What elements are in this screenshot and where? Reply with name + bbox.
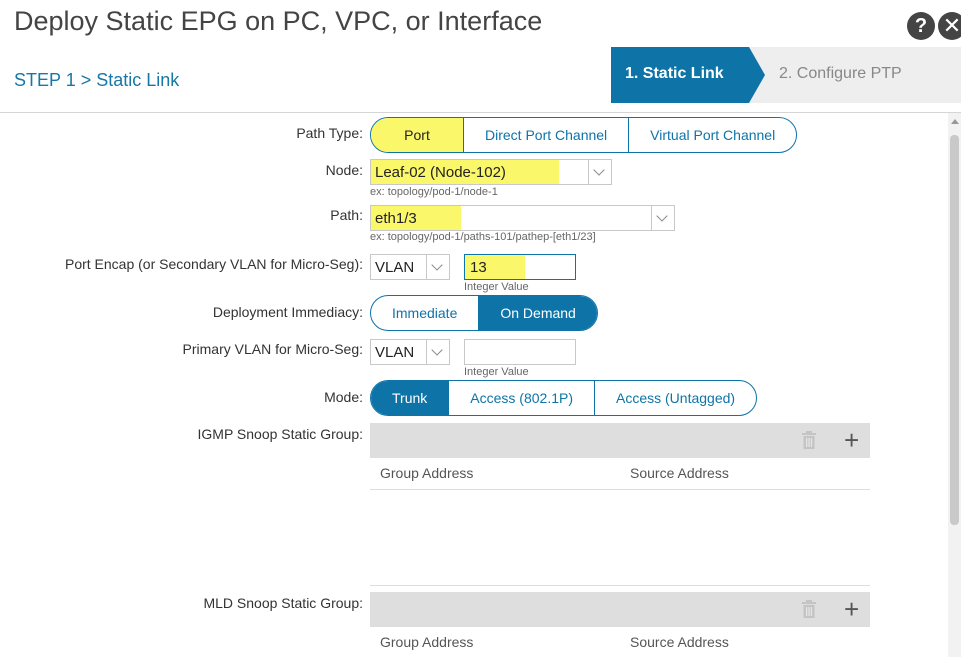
- primary-vlan-type-value: VLAN: [375, 344, 415, 361]
- port-encap-type-select[interactable]: VLAN: [370, 254, 450, 280]
- wizard-step-static-link[interactable]: 1. Static Link: [611, 47, 749, 103]
- wizard-step-configure-ptp[interactable]: 2. Configure PTP: [749, 47, 961, 103]
- igmp-source-address-header[interactable]: Source Address: [630, 465, 729, 481]
- port-encap-type-value: VLAN: [375, 259, 415, 276]
- chevron-down-icon: [593, 164, 605, 176]
- header-divider: [0, 112, 961, 113]
- mode-access-untagged-option[interactable]: Access (Untagged): [594, 381, 756, 415]
- node-select-value: Leaf-02 (Node-102): [375, 164, 506, 181]
- igmp-group-address-header[interactable]: Group Address: [380, 465, 474, 481]
- deployment-immediacy-label: Deployment Immediacy:: [212, 304, 363, 320]
- mode-access-802-1p-option[interactable]: Access (802.1P): [448, 381, 594, 415]
- mode-selector: Trunk Access (802.1P) Access (Untagged): [370, 380, 758, 416]
- deployment-immediate-option[interactable]: Immediate: [392, 305, 458, 321]
- breadcrumb: STEP 1 > Static Link: [14, 70, 180, 90]
- mode-trunk-option[interactable]: Trunk: [371, 381, 449, 415]
- deployment-immediacy-selector: Immediate On Demand: [370, 295, 598, 331]
- mld-source-address-header[interactable]: Source Address: [630, 634, 729, 650]
- chevron-down-icon: [431, 259, 443, 271]
- mld-snoop-label: MLD Snoop Static Group:: [203, 595, 363, 611]
- trash-icon[interactable]: [800, 599, 818, 619]
- primary-vlan-label: Primary VLAN for Micro-Seg:: [182, 341, 363, 357]
- path-select-value: eth1/3: [375, 210, 417, 227]
- mld-table-toolbar: +: [370, 592, 870, 627]
- primary-vlan-hint: Integer Value: [464, 366, 529, 378]
- port-encap-hint: Integer Value: [464, 281, 529, 293]
- close-button[interactable]: ✕: [938, 12, 961, 40]
- add-icon[interactable]: +: [844, 594, 860, 624]
- mode-label: Mode:: [324, 389, 363, 405]
- path-type-direct-port-channel-option[interactable]: Direct Port Channel: [463, 118, 628, 152]
- node-label: Node:: [325, 162, 363, 178]
- vertical-scrollbar[interactable]: [948, 113, 961, 657]
- path-hint: ex: topology/pod-1/paths-101/pathep-[eth…: [370, 231, 596, 243]
- scrollbar-thumb[interactable]: [950, 135, 959, 525]
- path-type-selector: Port Direct Port Channel Virtual Port Ch…: [370, 117, 798, 153]
- chevron-down-icon: [431, 344, 443, 356]
- path-select[interactable]: eth1/3: [370, 205, 675, 231]
- node-select[interactable]: Leaf-02 (Node-102): [370, 159, 612, 185]
- path-type-port-option[interactable]: Port: [371, 118, 463, 152]
- path-label: Path:: [330, 207, 363, 223]
- node-hint: ex: topology/pod-1/node-1: [370, 186, 498, 198]
- dialog-title: Deploy Static EPG on PC, VPC, or Interfa…: [14, 6, 543, 36]
- help-button[interactable]: ?: [907, 12, 935, 40]
- chevron-down-icon: [656, 210, 668, 222]
- port-encap-type-dropdown-arrow[interactable]: [426, 255, 449, 279]
- igmp-snoop-label: IGMP Snoop Static Group:: [197, 426, 364, 442]
- node-dropdown-arrow[interactable]: [588, 160, 611, 184]
- path-dropdown-arrow[interactable]: [651, 206, 674, 230]
- port-encap-value: 13: [470, 259, 487, 276]
- primary-vlan-type-select[interactable]: VLAN: [370, 339, 450, 365]
- igmp-table-toolbar: +: [370, 423, 870, 458]
- deployment-on-demand-option[interactable]: On Demand: [478, 296, 597, 330]
- scroll-up-arrow-icon[interactable]: [951, 119, 959, 124]
- mld-group-address-header[interactable]: Group Address: [380, 634, 474, 650]
- primary-vlan-input[interactable]: [464, 339, 576, 365]
- wizard-steps: 2. Configure PTP 1. Static Link: [611, 47, 961, 103]
- trash-icon[interactable]: [800, 430, 818, 450]
- primary-vlan-type-dropdown-arrow[interactable]: [426, 340, 449, 364]
- wizard-step-arrow: [749, 47, 765, 103]
- path-type-virtual-port-channel-option[interactable]: Virtual Port Channel: [628, 118, 796, 152]
- igmp-table-bottom: [370, 585, 870, 586]
- port-encap-label: Port Encap (or Secondary VLAN for Micro-…: [64, 256, 363, 272]
- path-type-label: Path Type:: [296, 125, 363, 141]
- add-icon[interactable]: +: [844, 425, 860, 455]
- port-encap-input[interactable]: 13: [464, 254, 576, 280]
- igmp-header-divider: [370, 489, 870, 490]
